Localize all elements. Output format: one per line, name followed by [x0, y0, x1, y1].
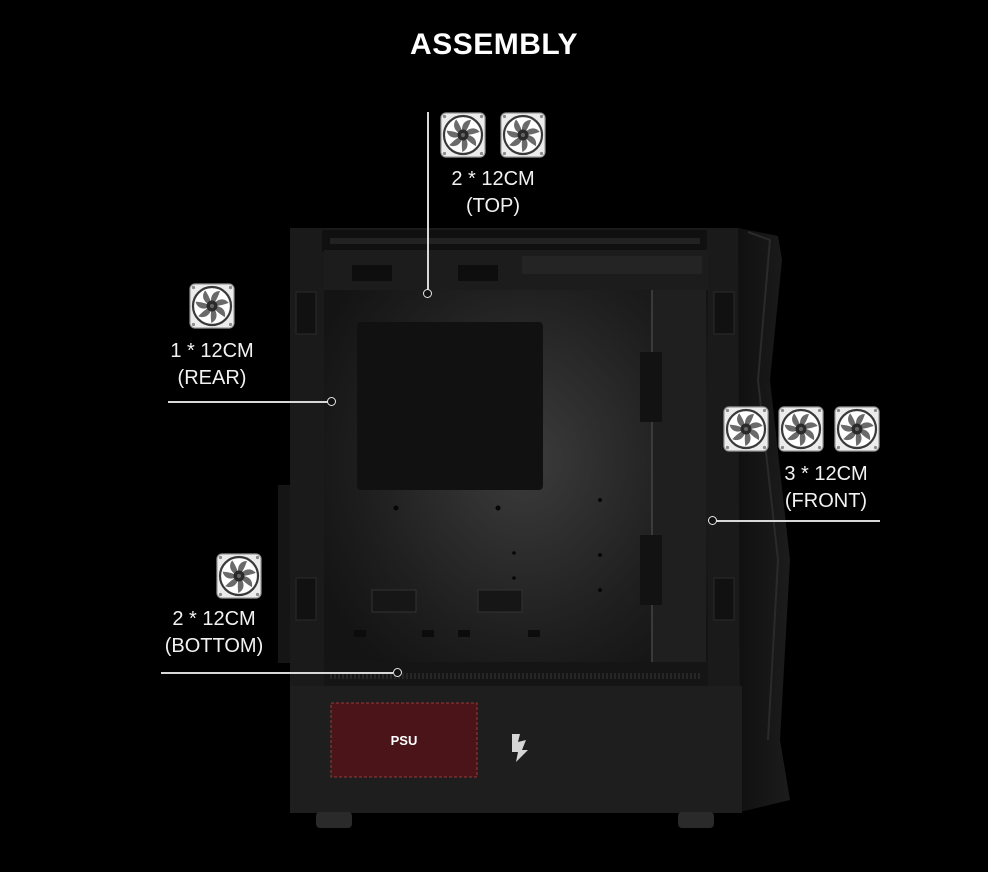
fan-icon — [216, 553, 262, 599]
front-fan-label: 3 * 12CM (FRONT) — [765, 461, 887, 515]
fan-icon — [834, 406, 880, 452]
front-fan-size: 3 * 12CM — [784, 463, 868, 485]
bottom-callout-dot — [393, 668, 402, 677]
fan-icon — [778, 406, 824, 452]
bottom-callout-line — [161, 672, 393, 674]
top-callout-line — [427, 112, 429, 290]
rear-callout-line — [168, 401, 328, 403]
top-fan-label: 2 * 12CM (TOP) — [428, 166, 558, 220]
bottom-fan-position: (BOTTOM) — [164, 635, 264, 657]
rear-callout-dot — [327, 397, 336, 406]
brand-logo-icon — [512, 734, 528, 762]
front-callout-line — [716, 520, 880, 522]
top-fan-size: 2 * 12CM — [451, 168, 535, 190]
rear-fan-position: (REAR) — [177, 367, 247, 389]
top-callout-dot — [423, 289, 432, 298]
bottom-fan-label: 2 * 12CM (BOTTOM) — [150, 606, 278, 660]
front-fan-position: (FRONT) — [784, 490, 868, 512]
page-title: ASSEMBLY — [410, 28, 578, 61]
rear-fan-size: 1 * 12CM — [170, 340, 254, 362]
fan-icon — [723, 406, 769, 452]
top-fan-position: (TOP) — [465, 195, 521, 217]
fan-icon — [189, 283, 235, 329]
front-callout-dot — [708, 516, 717, 525]
psu-label: PSU — [390, 732, 418, 748]
rear-fan-label: 1 * 12CM (REAR) — [148, 338, 276, 392]
fan-icon — [500, 112, 546, 158]
fan-icon — [440, 112, 486, 158]
bottom-fan-size: 2 * 12CM — [172, 608, 256, 630]
